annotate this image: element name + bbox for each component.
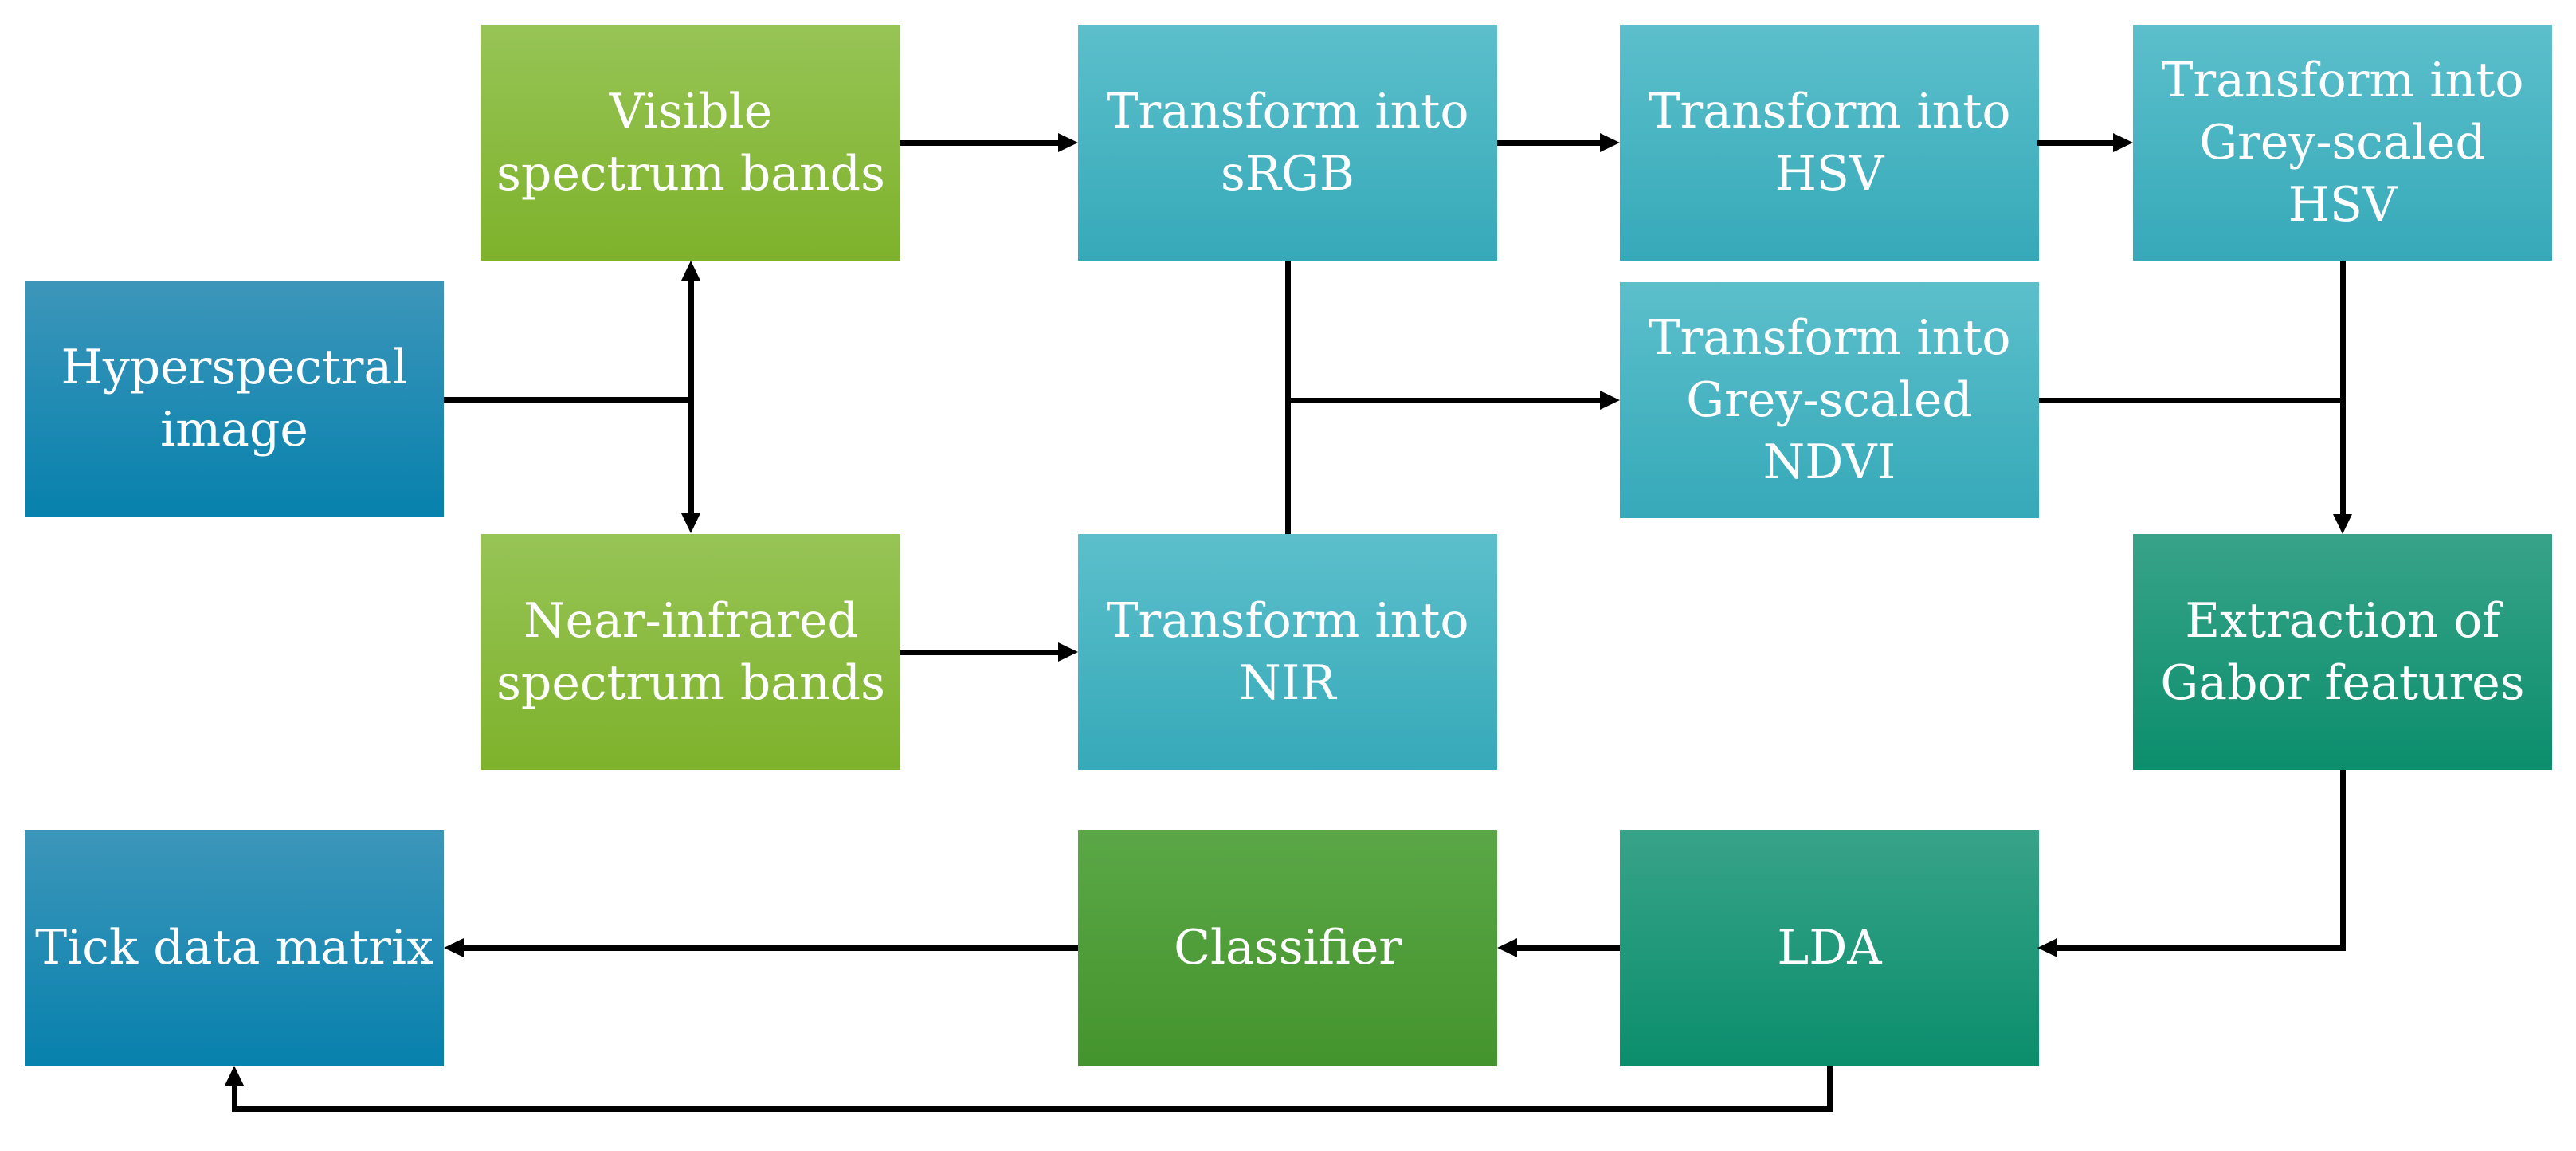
node-transform-nir: Transform into NIR — [1078, 534, 1497, 770]
node-transform-grey-scaled-ndvi: Transform into Grey-scaled NDVI — [1620, 282, 2039, 518]
node-extraction-gabor-features: Extraction of Gabor features — [2133, 534, 2552, 770]
node-near-infrared-spectrum-bands: Near-infrared spectrum bands — [481, 534, 900, 770]
arrowhead-into-lda-icon — [2037, 938, 2057, 957]
node-transform-hsv: Transform into HSV — [1620, 25, 2039, 261]
connector-srgb-nir-junction-vline — [1285, 261, 1291, 534]
connector-lda-feedback-drop-vline — [1827, 1066, 1833, 1112]
connector-hyperspectral-split-hline — [444, 397, 693, 403]
node-label-classifier: Classifier — [1174, 920, 1402, 976]
node-label-extraction-gabor-features: Extraction of Gabor features — [2160, 593, 2525, 711]
arrowhead-into-gabor-icon — [2333, 514, 2352, 534]
node-transform-srgb: Transform into sRGB — [1078, 25, 1497, 261]
arrowhead-into-greyhsv-icon — [2113, 133, 2133, 152]
connector-hsv-to-greyhsv-hline — [2037, 140, 2113, 146]
arrowhead-into-ndvi-icon — [1600, 391, 1620, 410]
connector-visible-to-srgb-hline — [900, 140, 1058, 146]
node-label-near-infrared-spectrum-bands: Near-infrared spectrum bands — [496, 593, 885, 711]
connector-junction-to-ndvi-hline — [1285, 398, 1600, 403]
node-label-hyperspectral-image: Hyperspectral image — [61, 340, 408, 458]
arrowhead-into-hsv-icon — [1600, 133, 1620, 152]
node-visible-spectrum-bands: Visible spectrum bands — [481, 25, 900, 261]
node-hyperspectral-image: Hyperspectral image — [25, 281, 444, 517]
arrowhead-into-tick-icon — [444, 938, 464, 957]
arrowhead-into-nir-bands-icon — [681, 513, 700, 533]
node-label-transform-grey-scaled-hsv: Transform into Grey-scaled HSV — [2161, 53, 2524, 233]
connector-hyperspectral-split-vline — [688, 279, 694, 515]
connector-lda-feedback-bottom-hline — [232, 1106, 1833, 1112]
connector-greyhsv-to-gabor-vline — [2340, 261, 2346, 515]
arrowhead-into-tick-bottom-icon — [225, 1066, 244, 1086]
connector-ndvi-to-gabor-hline — [2039, 398, 2346, 403]
connector-lda-feedback-rise-vline — [232, 1084, 237, 1112]
node-label-lda: LDA — [1777, 920, 1882, 976]
node-label-transform-grey-scaled-ndvi: Transform into Grey-scaled NDVI — [1648, 310, 2011, 490]
node-transform-grey-scaled-hsv: Transform into Grey-scaled HSV — [2133, 25, 2552, 261]
node-label-visible-spectrum-bands: Visible spectrum bands — [496, 84, 885, 202]
node-tick-data-matrix: Tick data matrix — [25, 830, 444, 1066]
node-label-transform-hsv: Transform into HSV — [1648, 84, 2011, 202]
connector-gabor-to-lda-vline — [2340, 770, 2346, 950]
node-label-transform-srgb: Transform into sRGB — [1106, 84, 1469, 202]
connector-srgb-to-hsv-hline — [1497, 140, 1600, 146]
arrowhead-into-srgb-icon — [1058, 133, 1078, 152]
connector-nirbands-to-nir-hline — [900, 650, 1058, 655]
connector-lda-to-classifier-hline — [1517, 945, 1620, 951]
connector-gabor-to-lda-hline — [2057, 945, 2346, 951]
arrowhead-into-visible-bands-icon — [681, 261, 700, 281]
arrowhead-into-transform-nir-icon — [1058, 642, 1078, 662]
node-lda: LDA — [1620, 830, 2039, 1066]
connector-classifier-to-tick-hline — [464, 945, 1078, 951]
arrowhead-into-classifier-icon — [1497, 938, 1517, 957]
node-label-transform-nir: Transform into NIR — [1106, 593, 1469, 711]
node-label-tick-data-matrix: Tick data matrix — [35, 920, 433, 976]
node-classifier: Classifier — [1078, 830, 1497, 1066]
